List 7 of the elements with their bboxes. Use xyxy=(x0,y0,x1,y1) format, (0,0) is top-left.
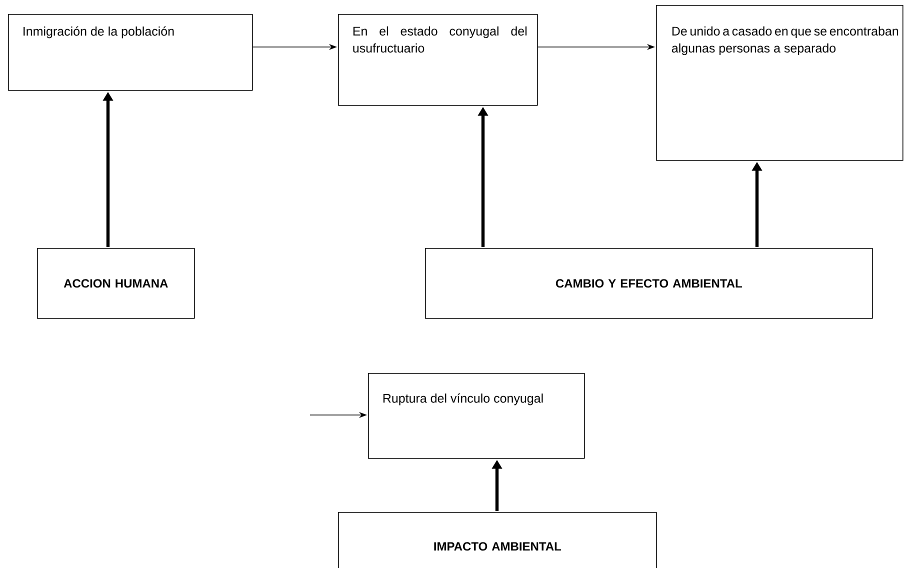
text-box: Ruptura del vínculo conyugal xyxy=(368,373,585,459)
text-box: En el estado conyugal del usufructuario xyxy=(338,14,538,106)
text-box: Inmigración de la población xyxy=(8,14,253,91)
label-box: CAMBIO Y EFECTO AMBIENTAL xyxy=(425,248,873,319)
text-box: De unido a casado en que se encontraban algunas personas a separado xyxy=(656,5,904,161)
label-box: ACCION HUMANA xyxy=(37,248,195,319)
label-box: IMPACTO AMBIENTAL xyxy=(338,512,657,568)
